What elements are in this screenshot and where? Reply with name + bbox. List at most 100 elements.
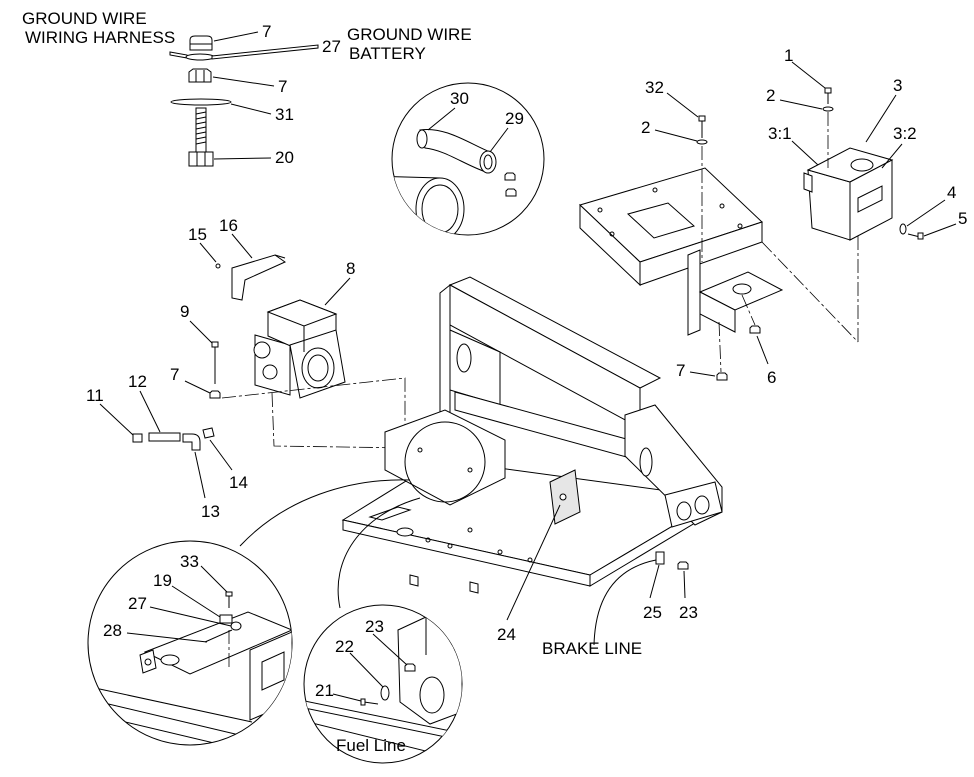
bracket-hole xyxy=(732,283,752,295)
callout-panel-washer: 2 xyxy=(641,118,650,137)
callout-panel-bolt: 32 xyxy=(645,78,664,97)
deck-hole xyxy=(396,527,414,537)
callout-engine: 8 xyxy=(346,259,355,278)
detail-connector-arc xyxy=(239,479,411,547)
leader-line xyxy=(99,403,134,436)
plate-hole xyxy=(652,187,658,193)
nut xyxy=(749,325,761,334)
nut xyxy=(716,372,728,381)
plate-window xyxy=(261,651,285,691)
callout-elbow-fitting: 13 xyxy=(201,502,220,521)
elbow-fitting xyxy=(182,433,201,451)
leader-line xyxy=(149,606,232,627)
bolt-shank xyxy=(195,107,207,153)
knob xyxy=(189,35,213,51)
plate-tab xyxy=(139,649,157,674)
leader-line xyxy=(332,693,362,702)
ground-terminal xyxy=(230,621,242,631)
leader-line xyxy=(189,320,213,344)
brake-fitting xyxy=(655,551,665,565)
clamp-nut xyxy=(505,188,517,197)
fuel-fittings xyxy=(132,341,411,451)
nut xyxy=(209,390,221,399)
leader-line xyxy=(506,504,561,621)
clamp-screw-head xyxy=(360,698,366,706)
leader-line xyxy=(427,107,456,131)
plate-hole xyxy=(419,676,445,714)
callout-brake-bracket: 24 xyxy=(497,625,516,644)
harness-terminal xyxy=(169,51,188,59)
bolt-threads xyxy=(195,111,207,145)
leader-line xyxy=(194,451,206,499)
note-ground-wire-battery-line2: BATTERY xyxy=(349,44,426,63)
leader-lines xyxy=(99,31,957,702)
harness-detail xyxy=(87,540,293,746)
vertical-tab xyxy=(687,249,701,336)
note-ground-wire-harness-line1: GROUND WIRE xyxy=(22,9,147,28)
callout-panel-nut: 7 xyxy=(676,361,685,380)
callout-screw: 15 xyxy=(188,225,207,244)
notes: GROUND WIRE WIRING HARNESS GROUND WIRE B… xyxy=(22,9,642,755)
clamp-nut xyxy=(504,172,516,181)
leader-line xyxy=(881,143,903,169)
leader-line xyxy=(324,277,351,306)
plate-hole xyxy=(597,207,603,213)
fuel-line-detail xyxy=(303,604,463,764)
callout-engine-bolt: 9 xyxy=(180,302,189,321)
starter xyxy=(262,364,278,380)
bracket-bolt xyxy=(559,493,567,501)
callout-ground-wire: 28 xyxy=(103,621,122,640)
callout-clamp-screw: 21 xyxy=(315,681,334,700)
callout-cover-tab: 3:1 xyxy=(768,124,792,143)
plate-hole xyxy=(737,223,743,229)
ground-stud-assembly xyxy=(169,35,319,167)
leader-line xyxy=(349,652,384,688)
frame-plate-top xyxy=(143,611,292,675)
callout-brake-nut: 23 xyxy=(679,603,698,622)
mount-detail-circle xyxy=(404,421,486,503)
engine-deck-plate xyxy=(384,409,506,506)
nut xyxy=(188,68,212,83)
side-plate-hole xyxy=(456,343,472,373)
callout-nut: 7 xyxy=(278,77,287,96)
plate-washer xyxy=(170,98,232,106)
leader-line xyxy=(171,585,221,618)
tab-hole xyxy=(144,658,152,666)
centerline xyxy=(741,294,756,326)
leader-line xyxy=(230,103,272,115)
callout-battery-ground-wire: 27 xyxy=(322,37,341,56)
callout-cover-washer: 2 xyxy=(766,86,775,105)
hose-clamp xyxy=(380,685,390,701)
fuel-hose xyxy=(148,432,181,442)
leader-line xyxy=(666,92,699,118)
leader-line xyxy=(213,31,259,42)
elbow-opening xyxy=(416,129,428,149)
callout-ground-terminal: 27 xyxy=(128,594,147,613)
callout-brake-fitting: 25 xyxy=(643,603,662,622)
fuel-line xyxy=(304,699,462,743)
callout-cover: 3 xyxy=(893,76,902,95)
callout-exhaust-clamp: 29 xyxy=(505,109,524,128)
lower-bracket-flange xyxy=(699,291,736,333)
washer xyxy=(899,223,907,235)
muffler-end xyxy=(415,177,465,235)
brake-line xyxy=(593,559,657,646)
brake-nut xyxy=(677,561,689,570)
ground-wire xyxy=(204,629,233,643)
washer xyxy=(696,139,708,145)
bracket-edge xyxy=(274,254,286,259)
leader-line xyxy=(865,94,897,143)
callout-side-bolt: 5 xyxy=(958,209,967,228)
clamp-inner xyxy=(483,154,493,170)
plate-hole xyxy=(160,654,180,666)
leader-line xyxy=(184,380,211,394)
cooling-fan xyxy=(301,347,335,389)
front-tab xyxy=(469,581,479,594)
deck-hole xyxy=(447,543,453,549)
seat-panel-left-post xyxy=(439,283,451,419)
screw xyxy=(215,263,221,269)
mounting-panel-assembly xyxy=(579,115,784,381)
fitting xyxy=(132,433,143,443)
engine-cover-top xyxy=(266,299,338,327)
callout-fuel-hose: 12 xyxy=(128,372,147,391)
